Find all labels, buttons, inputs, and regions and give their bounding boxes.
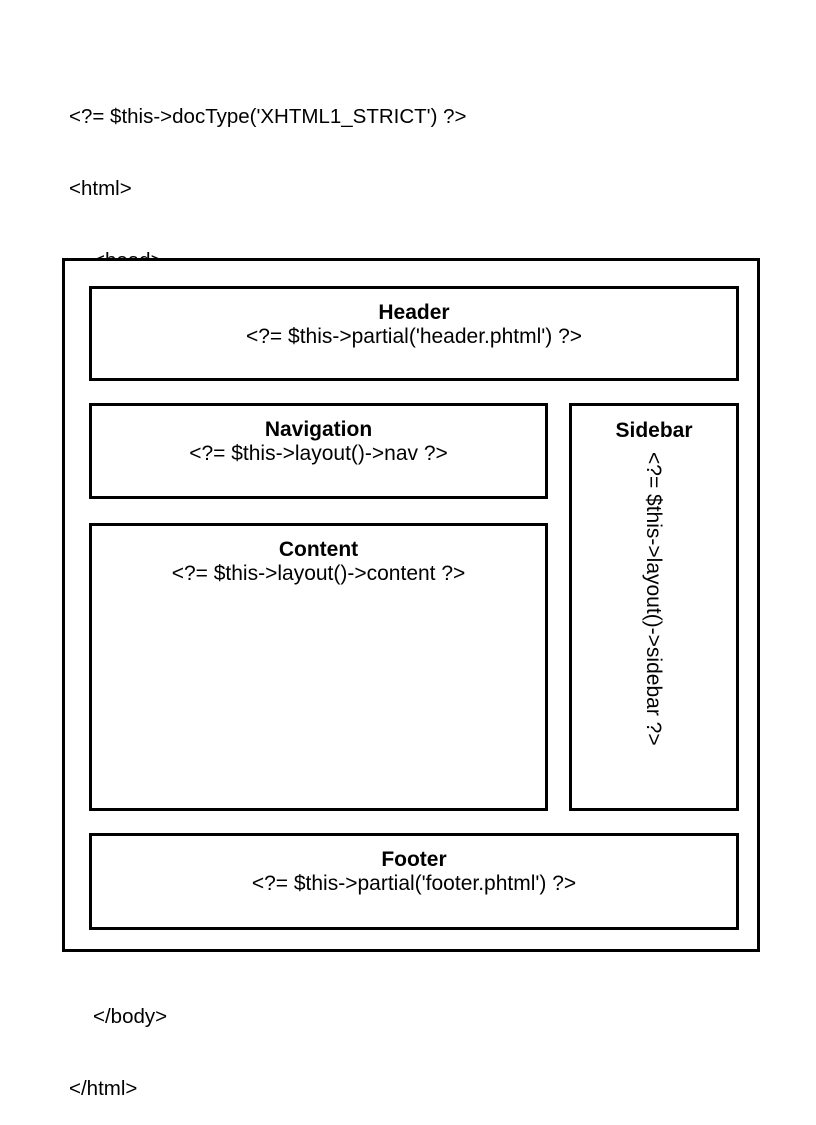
region-header-title: Header <box>378 301 450 324</box>
region-sidebar-code-wrapper: <?= $this->layout()->sidebar ?> <box>572 452 736 802</box>
code-line: <html> <box>69 177 132 200</box>
region-content-code: <?= $this->layout()->content ?> <box>171 562 466 585</box>
region-footer: Footer <?= $this->partial('footer.phtml'… <box>89 833 739 930</box>
region-content: Content <?= $this->layout()->content ?> <box>89 523 548 811</box>
code-line: <?= $this->docType('XHTML1_STRICT') ?> <box>69 105 467 128</box>
region-footer-title: Footer <box>381 848 447 871</box>
code-line: </html> <box>69 1077 138 1100</box>
body-container-box: Header <?= $this->partial('header.phtml'… <box>62 258 760 952</box>
code-listing-bottom: </body> </html> <box>0 957 816 1125</box>
region-navigation-title: Navigation <box>264 418 373 441</box>
region-sidebar: Sidebar <?= $this->layout()->sidebar ?> <box>569 403 739 811</box>
region-header: Header <?= $this->partial('header.phtml'… <box>89 286 739 381</box>
region-navigation: Navigation <?= $this->layout()->nav ?> <box>89 403 548 499</box>
region-navigation-code: <?= $this->layout()->nav ?> <box>189 442 448 465</box>
region-content-title: Content <box>278 538 359 561</box>
region-footer-code: <?= $this->partial('footer.phtml') ?> <box>251 872 577 895</box>
region-sidebar-code: <?= $this->layout()->sidebar ?> <box>642 452 665 746</box>
region-sidebar-title: Sidebar <box>615 419 693 442</box>
region-header-code: <?= $this->partial('header.phtml') ?> <box>245 325 583 348</box>
code-line: </body> <box>93 1005 168 1028</box>
